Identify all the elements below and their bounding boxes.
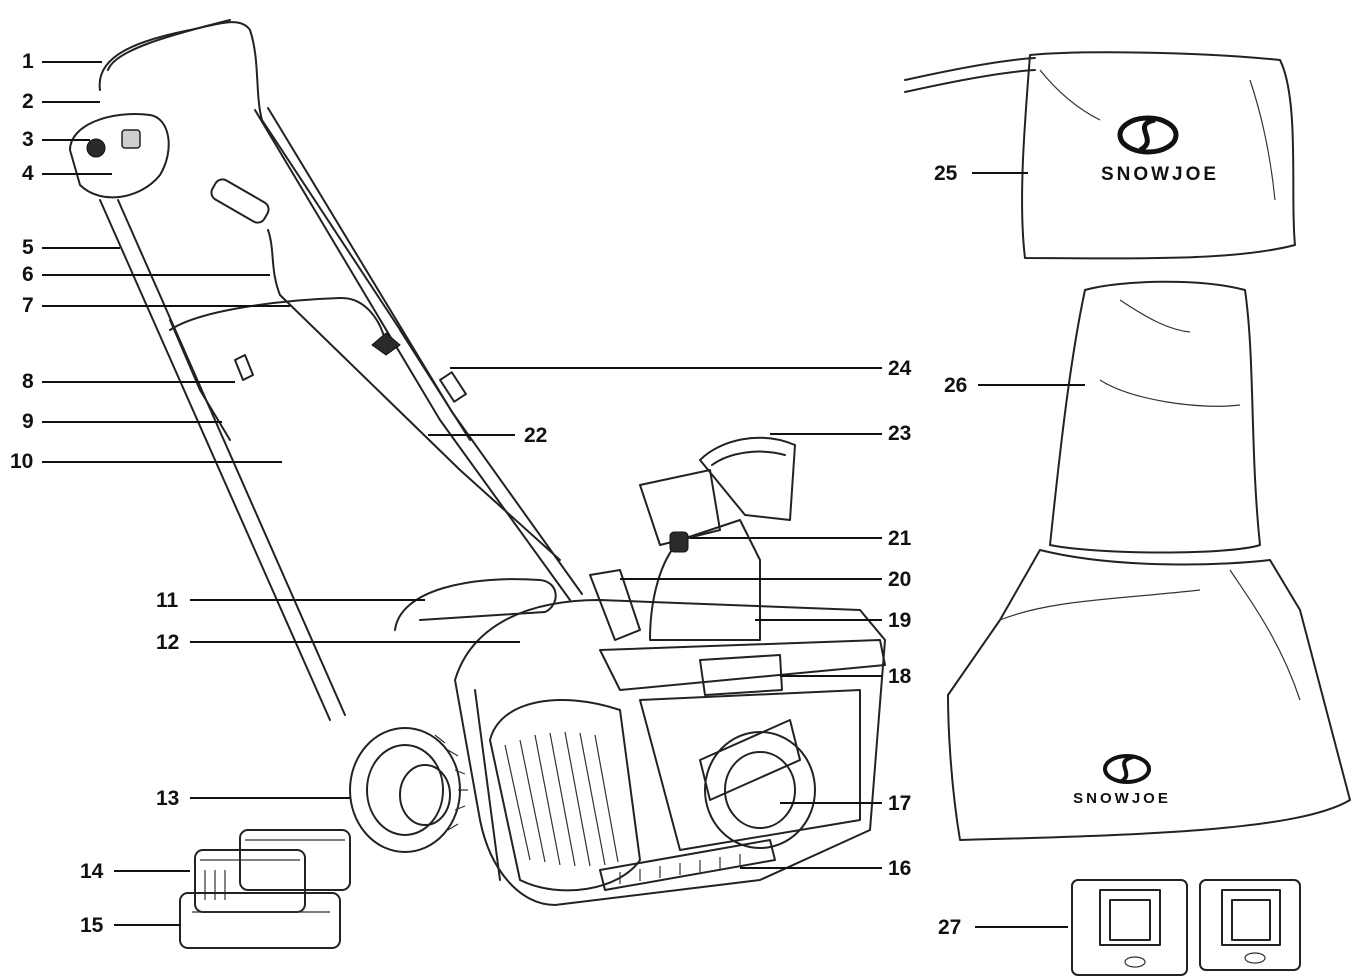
callout-21: 21 <box>690 527 912 550</box>
callout-11: 11 <box>156 589 425 612</box>
callout-number: 3 <box>22 128 34 151</box>
callout-18: 18 <box>780 665 912 688</box>
callout-number: 2 <box>22 90 34 113</box>
callout-number: 21 <box>888 527 912 550</box>
brand-text: SNOWJOE <box>1073 790 1171 807</box>
snow-blower-illustration <box>69 19 886 906</box>
callout-23: 23 <box>770 422 911 445</box>
callout-number: 15 <box>80 914 104 937</box>
callout-number: 10 <box>10 450 33 473</box>
callout-number: 9 <box>22 410 34 433</box>
callout-number: 6 <box>22 263 34 286</box>
callout-10: 10 <box>10 450 282 473</box>
callout-number: 22 <box>524 424 547 447</box>
callout-number: 4 <box>22 162 34 185</box>
callout-number: 11 <box>156 589 179 612</box>
callout-number: 17 <box>888 792 911 815</box>
callout-12: 12 <box>156 631 520 654</box>
callout-number: 5 <box>22 236 34 259</box>
snow-blower-cover-illustration: SNOWJOE <box>947 280 1351 841</box>
callout-9: 9 <box>22 410 222 433</box>
callout-number: 23 <box>888 422 911 445</box>
callout-4: 4 <box>22 162 112 185</box>
callout-number: 25 <box>934 162 958 185</box>
snowjoe-logo: SNOWJOE <box>1101 115 1219 185</box>
callout-number: 18 <box>888 665 912 688</box>
callout-number: 16 <box>888 857 911 880</box>
callout-number: 14 <box>80 860 104 883</box>
callout-number: 7 <box>22 294 34 317</box>
callout-22: 22 <box>428 424 547 447</box>
callout-14: 14 <box>80 860 190 883</box>
callout-19: 19 <box>755 609 911 632</box>
callout-number: 20 <box>888 568 911 591</box>
callout-number: 8 <box>22 370 34 393</box>
callout-24: 24 <box>450 357 912 380</box>
callout-7: 7 <box>22 294 290 317</box>
callout-number: 26 <box>944 374 967 397</box>
callout-8: 8 <box>22 370 235 393</box>
callout-13: 13 <box>156 787 350 810</box>
callout-2: 2 <box>22 90 100 113</box>
battery-and-charger-illustration <box>179 829 351 949</box>
callout-27: 27 <box>938 916 1068 939</box>
callout-5: 5 <box>22 236 120 259</box>
callout-6: 6 <box>22 263 270 286</box>
callout-3: 3 <box>22 128 90 151</box>
callout-15: 15 <box>80 914 180 937</box>
callout-20: 20 <box>620 568 911 591</box>
callout-17: 17 <box>780 792 911 815</box>
brand-text: SNOWJOE <box>1101 164 1219 185</box>
callout-number: 1 <box>22 50 34 73</box>
wall-brackets-illustration <box>1071 879 1301 976</box>
callout-number: 13 <box>156 787 179 810</box>
callout-number: 19 <box>888 609 911 632</box>
callout-number: 24 <box>888 357 912 380</box>
callout-number: 12 <box>156 631 179 654</box>
chute-cover-bag-illustration: SNOWJOE <box>904 51 1296 260</box>
callout-1: 1 <box>22 50 102 73</box>
snowjoe-logo: SNOWJOE <box>1073 754 1171 807</box>
callout-25: 25 <box>934 162 1028 185</box>
callout-number: 27 <box>938 916 961 939</box>
callout-16: 16 <box>740 857 911 880</box>
callout-26: 26 <box>944 374 1085 397</box>
